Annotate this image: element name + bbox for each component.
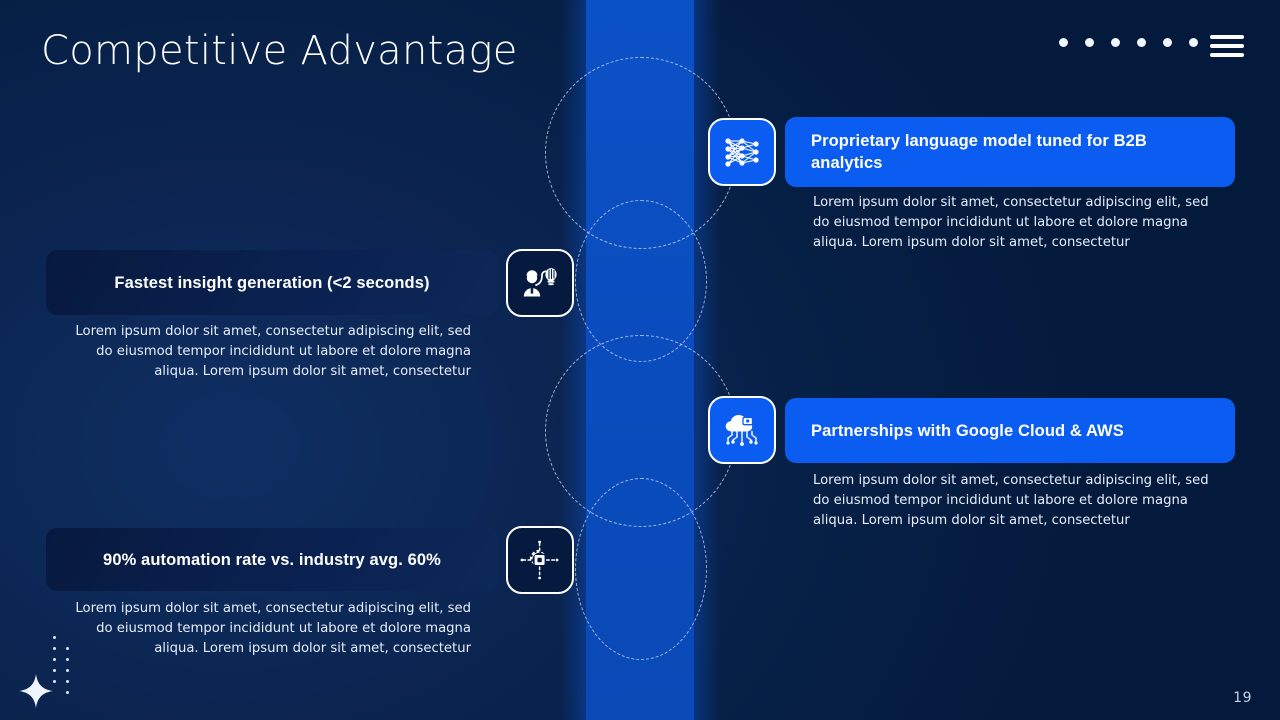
gear-chip-icon	[519, 540, 561, 580]
hamburger-bar	[1210, 53, 1244, 57]
card-fastest-insight[interactable]: Fastest insight generation (<2 seconds)	[46, 250, 498, 315]
card-title: Partnerships with Google Cloud & AWS	[811, 421, 1124, 440]
slide-progress-dots[interactable]	[1059, 38, 1198, 47]
card-title: Proprietary language model tuned for B2B…	[811, 132, 1147, 172]
card-body-fastest-insight: Lorem ipsum dolor sit amet, consectetur …	[75, 324, 471, 379]
decor-dot-grid	[40, 636, 76, 704]
hamburger-bar	[1210, 44, 1244, 48]
nav-dot[interactable]	[1137, 38, 1146, 47]
card-body-automation-rate: Lorem ipsum dolor sit amet, consectetur …	[75, 601, 471, 656]
icon-badge-cloud-circuit[interactable]	[708, 396, 776, 464]
decor-circle-small-lower	[575, 478, 707, 660]
card-proprietary-model[interactable]: Proprietary language model tuned for B2B…	[785, 117, 1235, 187]
analyst-idea-icon	[520, 265, 560, 301]
icon-badge-analyst-idea[interactable]	[506, 249, 574, 317]
hamburger-icon[interactable]	[1210, 32, 1244, 60]
decor-sparkle-icon	[17, 672, 55, 715]
card-body-proprietary-model: Lorem ipsum dolor sit amet, consectetur …	[813, 195, 1209, 250]
icon-badge-neural-network[interactable]	[708, 118, 776, 186]
hamburger-bar	[1210, 35, 1244, 39]
card-title: 90% automation rate vs. industry avg. 60…	[103, 550, 441, 569]
icon-badge-gear-chip[interactable]	[506, 526, 574, 594]
card-body-cloud-partnerships: Lorem ipsum dolor sit amet, consectetur …	[813, 473, 1209, 528]
nav-dot[interactable]	[1059, 38, 1068, 47]
nav-dot[interactable]	[1111, 38, 1120, 47]
card-cloud-partnerships[interactable]: Partnerships with Google Cloud & AWS	[785, 398, 1235, 463]
neural-network-icon	[722, 135, 762, 169]
nav-dot[interactable]	[1085, 38, 1094, 47]
page-number: 19	[1233, 690, 1252, 706]
nav-dot[interactable]	[1163, 38, 1172, 47]
page-title: Competitive Advantage	[41, 28, 518, 74]
cloud-circuit-icon	[721, 411, 763, 449]
card-title: Fastest insight generation (<2 seconds)	[114, 273, 430, 292]
card-automation-rate[interactable]: 90% automation rate vs. industry avg. 60…	[46, 528, 498, 591]
nav-dot[interactable]	[1189, 38, 1198, 47]
